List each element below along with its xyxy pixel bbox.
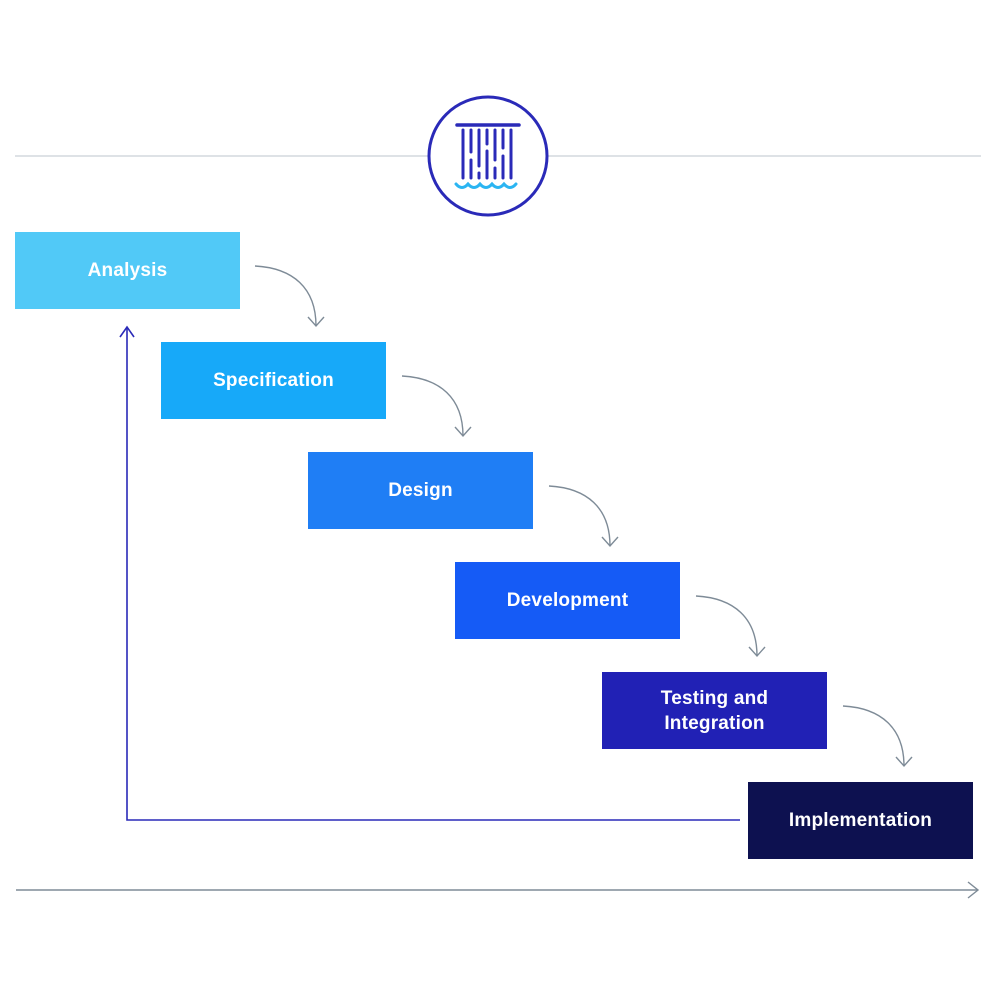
flow-arrow [548,485,619,548]
stage-label: Development [506,590,629,611]
stage-implementation: Implementation [748,782,973,859]
timeline-arrow [16,881,980,899]
stage-label: Testing and Integration [660,687,769,734]
stage-label: Design [388,480,453,501]
stage-label: Analysis [87,260,168,281]
flow-arrow [254,265,325,328]
stage-analysis: Analysis [15,232,240,309]
stage-specification: Specification [161,342,386,419]
feedback-arrow [119,325,740,821]
stage-design: Design [308,452,533,529]
waterfall-icon [427,95,549,217]
flow-arrow [695,595,766,658]
stage-label: Implementation [788,810,933,831]
flow-arrow [401,375,472,438]
stage-testing-and-integration: Testing and Integration [602,672,827,749]
stage-development: Development [455,562,680,639]
stage-label: Specification [213,370,334,391]
flow-arrow [842,705,913,768]
